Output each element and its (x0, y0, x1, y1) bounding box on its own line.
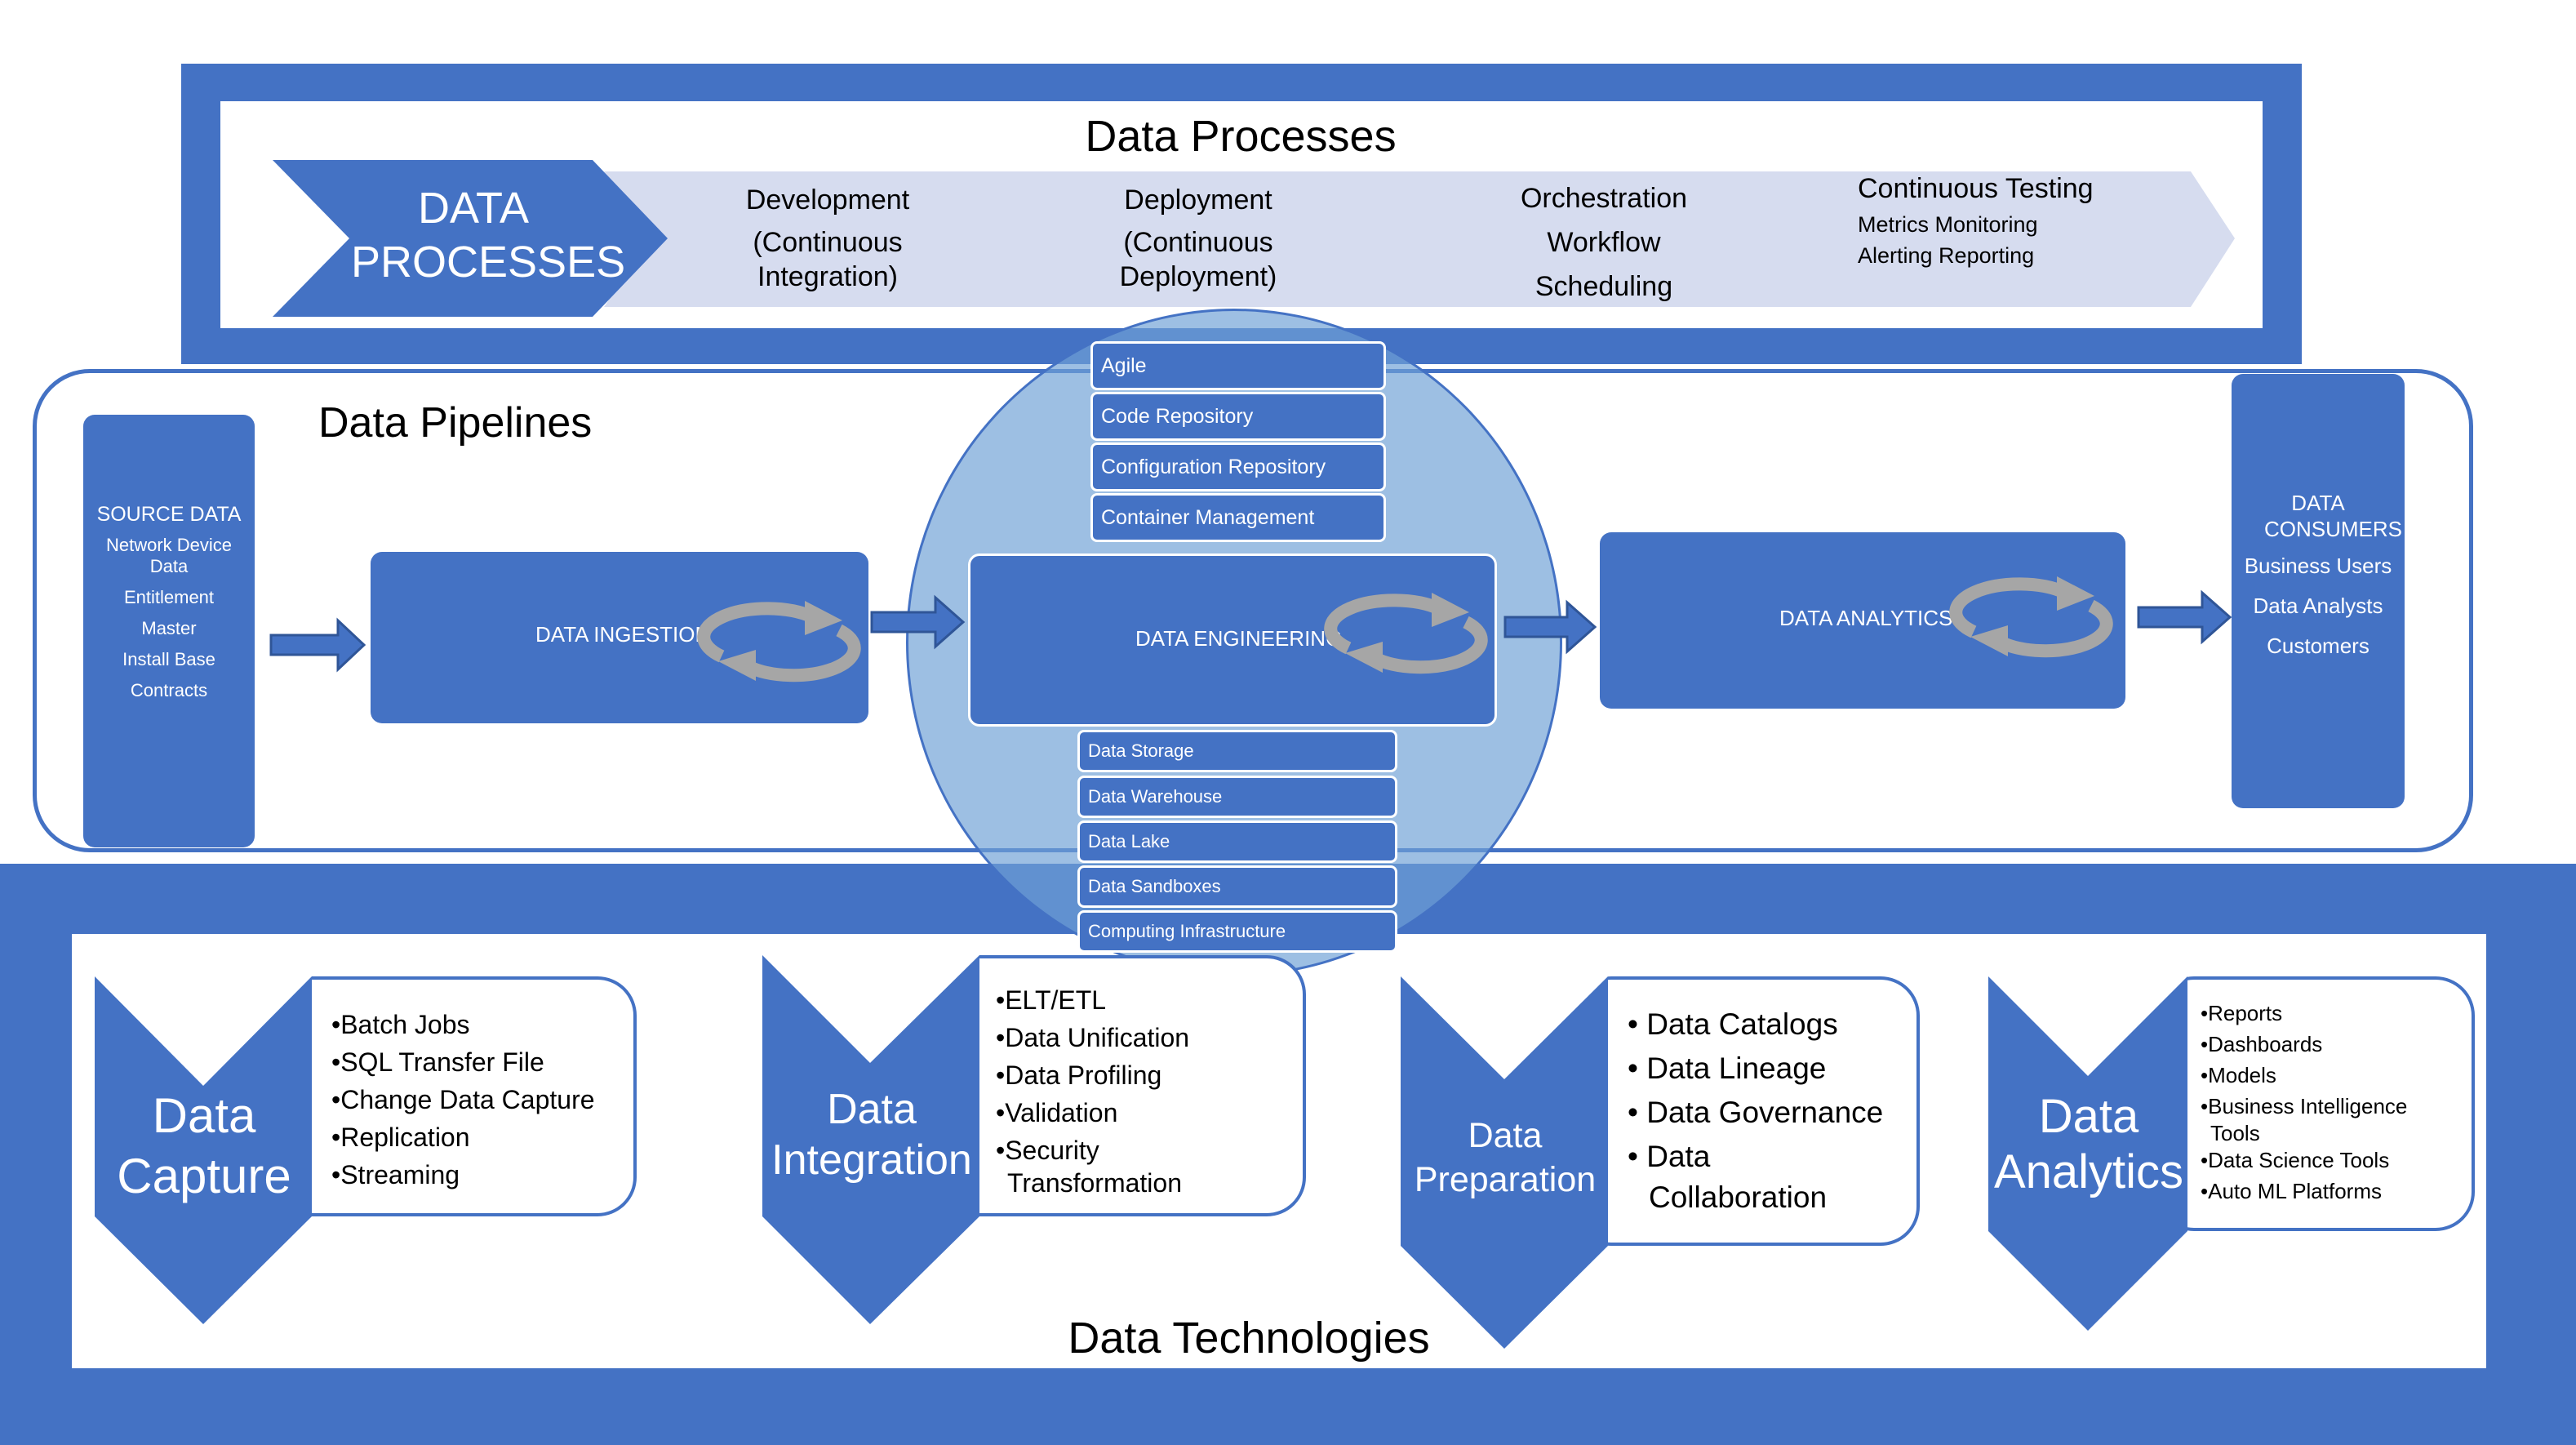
data-ingestion-box: DATA INGESTION (371, 552, 868, 723)
tech-item: •Dashboards (2201, 1032, 2323, 1056)
tech-item: •Auto ML Platforms (2201, 1179, 2382, 1203)
storage-item-data-storage: Data Storage (1077, 730, 1397, 772)
tech-item: •Data Profiling (996, 1060, 1162, 1090)
devops-item-code-repository: Code Repository (1090, 392, 1386, 441)
tech-item: • Data Catalogs (1628, 1007, 1838, 1041)
tech-item: •Business Intelligence (2201, 1094, 2408, 1118)
flow-arrow-analytics-to-consumers (2137, 589, 2232, 645)
chevron-step-1-label: Development (Continuous Integration) (745, 185, 910, 292)
tech-title-data-capture: Data Capture (117, 1088, 291, 1203)
data-consumers-box: DATA CONSUMERS Business Users Data Analy… (2232, 374, 2405, 808)
tech-title-data-analytics: Data Analytics (1993, 1090, 2184, 1198)
chevron-step-2-label: Deployment (Continuous Deployment) (1119, 185, 1277, 292)
chevron-step-4-label: Continuous Testing Metrics Monitoring Al… (1858, 173, 2094, 268)
chevron-data-analytics (1988, 976, 2187, 1331)
tech-item: •Reports (2201, 1001, 2283, 1025)
source-item: Master (141, 618, 197, 638)
storage-item-data-sandboxes: Data Sandboxes (1077, 865, 1397, 908)
tech-item: •SQL Transfer File (331, 1047, 544, 1077)
chevron-data-capture (95, 976, 312, 1324)
tech-item: •Change Data Capture (331, 1085, 595, 1114)
tech-item: •Streaming (331, 1160, 460, 1189)
tech-item: • Data Lineage (1628, 1052, 1827, 1085)
devops-item-configuration-repository: Configuration Repository (1090, 442, 1386, 491)
source-data-box: SOURCE DATA Network Device Data Entitlem… (83, 415, 255, 847)
tech-item: Transformation (1007, 1168, 1182, 1198)
data-pipelines-title: Data Pipelines (318, 399, 593, 447)
chevron-notch (1401, 976, 1608, 1079)
devops-item-container-management: Container Management (1090, 493, 1386, 542)
chevron-step-2 (976, 171, 1404, 307)
chevron-main-label: DATA PROCESSES (351, 184, 626, 287)
consumer-item: Data Analysts (2253, 594, 2383, 618)
storage-item-data-warehouse: Data Warehouse (1077, 776, 1397, 818)
tech-box-data-integration: •ELT/ETL •Data Unification •Data Profili… (939, 955, 1306, 1216)
tech-item: • Data Governance (1628, 1096, 1884, 1129)
data-ingestion-label: DATA INGESTION (535, 622, 711, 647)
source-item: Network Device Data (105, 535, 233, 576)
flow-arrow-source-to-ingestion (269, 617, 366, 673)
data-technologies-title: Data Technologies (1068, 1314, 1430, 1363)
tech-item: •Models (2201, 1063, 2276, 1087)
tech-item: • Data (1628, 1140, 1711, 1173)
chevron-step-3 (1348, 171, 1835, 307)
tech-box-data-analytics: •Reports •Dashboards •Models •Business I… (2155, 976, 2475, 1231)
storage-item-data-lake: Data Lake (1077, 820, 1397, 863)
chevron-step-3-label: Orchestration Workflow Scheduling (1520, 183, 1688, 302)
flow-arrow-ingestion-to-engineering (870, 594, 966, 650)
tech-box-data-preparation: • Data Catalogs • Data Lineage • Data Go… (1572, 976, 1920, 1246)
chevron-data-preparation (1401, 976, 1608, 1349)
tech-item: •Data Science Tools (2201, 1148, 2390, 1172)
tech-item: •Security (996, 1136, 1099, 1165)
chevron-step-4 (1784, 171, 2235, 307)
tech-item: •Batch Jobs (331, 1010, 470, 1039)
tech-item: •ELT/ETL (996, 985, 1107, 1015)
flow-arrow-engineering-to-analytics (1503, 599, 1597, 655)
data-processes-title: Data Processes (1085, 112, 1397, 161)
tech-item: •Replication (331, 1123, 470, 1152)
source-item: Contracts (130, 680, 208, 700)
source-item: Install Base (122, 649, 215, 669)
tech-item: •Validation (996, 1098, 1118, 1127)
data-analytics-label: DATA ANALYTICS (1779, 606, 1953, 630)
data-engineering-label: DATA ENGINEERING (1135, 626, 1343, 651)
data-engineering-box: DATA ENGINEERING (968, 554, 1497, 727)
source-item: Entitlement (123, 587, 215, 607)
source-data-heading: SOURCE DATA (96, 503, 242, 526)
chevron-step-1 (604, 171, 1032, 307)
chevron-notch (95, 976, 312, 1086)
data-analytics-box: DATA ANALYTICS (1600, 532, 2125, 709)
storage-item-computing-infrastructure: Computing Infrastructure (1077, 910, 1397, 953)
consumer-item: Customers (2267, 634, 2369, 658)
tech-item: Tools (2210, 1121, 2260, 1145)
consumer-item: Business Users (2244, 554, 2392, 578)
tech-item: •Data Unification (996, 1023, 1190, 1052)
chevron-main (273, 160, 668, 317)
tech-title-data-preparation: Data Preparation (1414, 1116, 1597, 1199)
chevron-notch (762, 955, 979, 1063)
data-consumers-heading: DATA CONSUMERS (2264, 491, 2403, 541)
tech-item: Collaboration (1649, 1180, 1828, 1214)
chevron-data-integration (762, 955, 979, 1324)
chevron-notch (1988, 976, 2187, 1076)
tech-title-data-integration: Data Integration (771, 1086, 972, 1184)
devops-item-agile: Agile (1090, 341, 1386, 390)
tech-box-data-capture: •Batch Jobs •SQL Transfer File •Change D… (273, 976, 637, 1216)
